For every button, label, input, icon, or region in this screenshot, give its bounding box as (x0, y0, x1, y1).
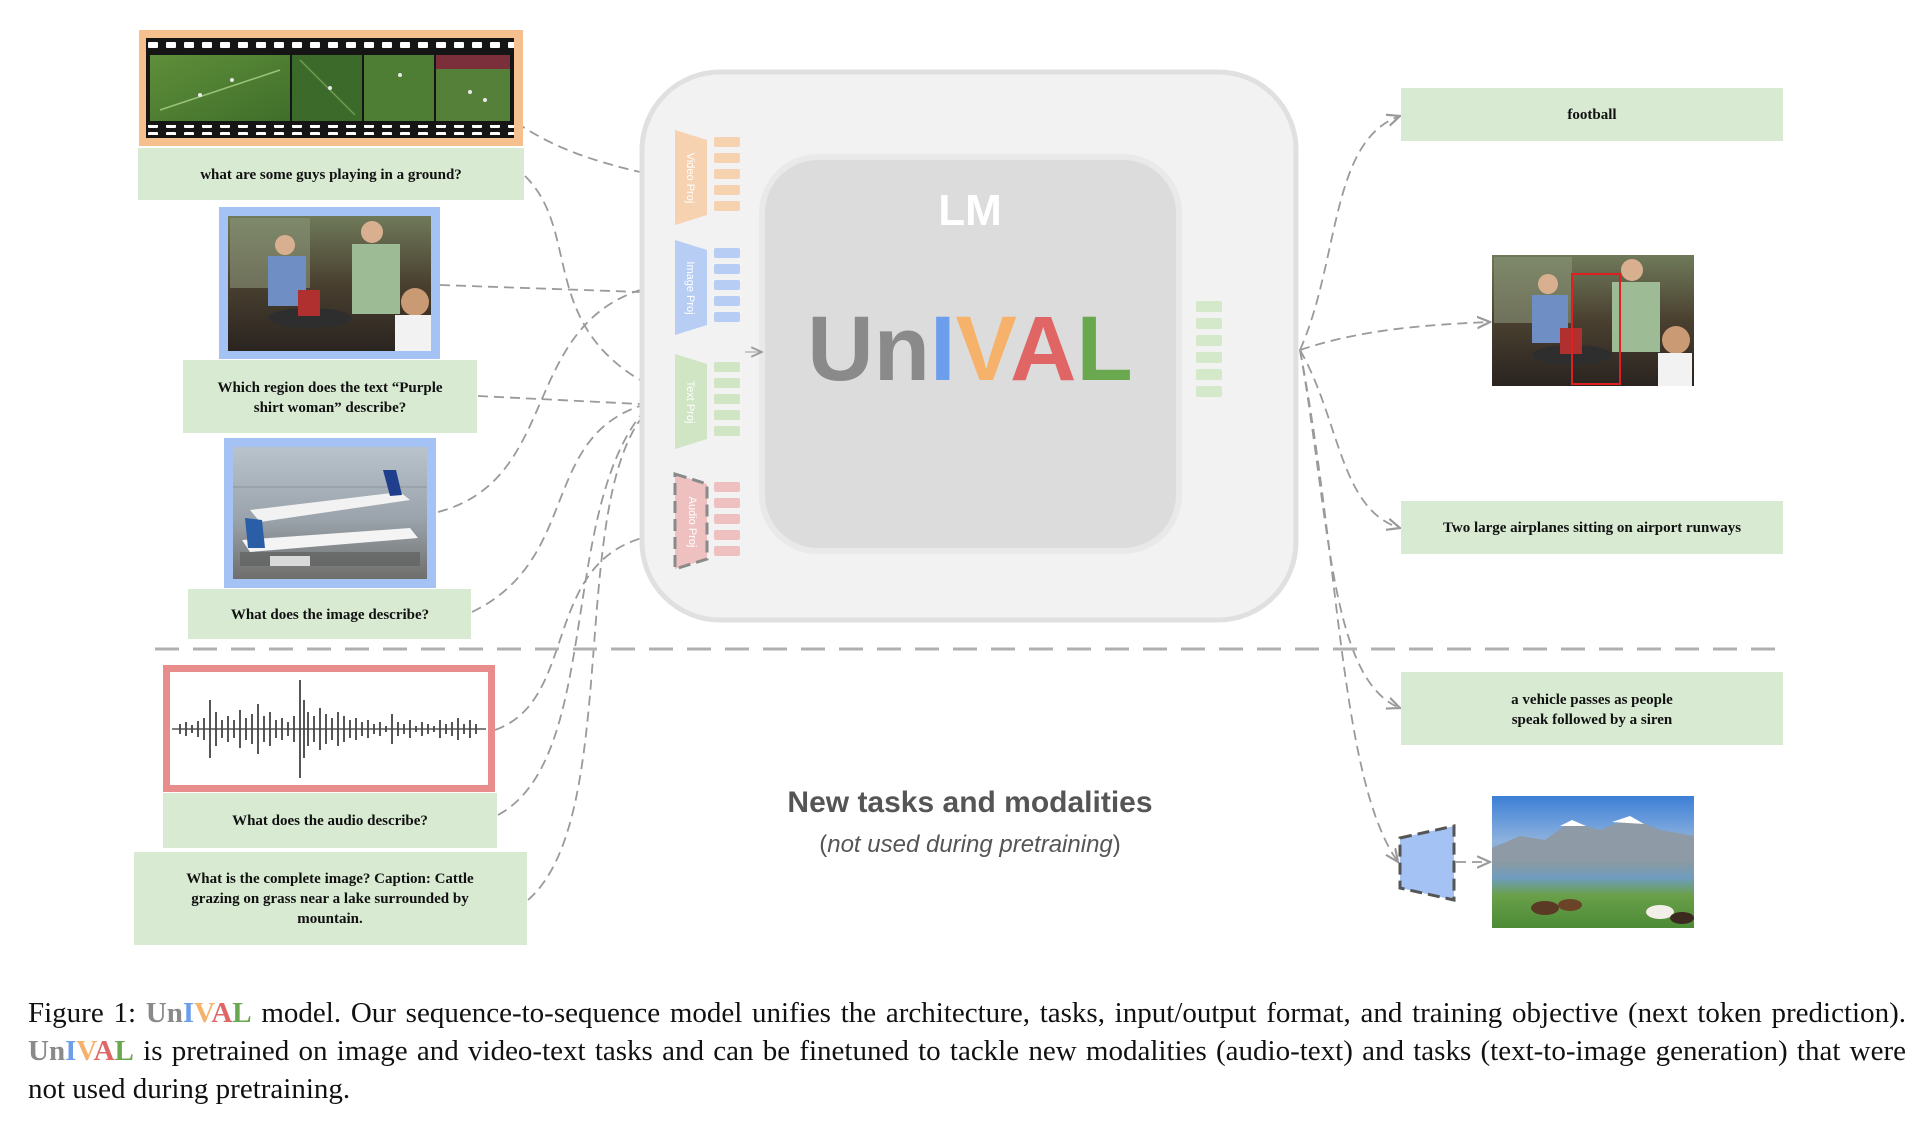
unival-brand: UnIVAL (807, 298, 1132, 400)
airplane-image (224, 438, 436, 588)
video-frame-1 (150, 55, 290, 121)
caption-text-2: is pretrained on image and video-text ta… (28, 1035, 1906, 1105)
svg-text:Which region does the text “Pu: Which region does the text “Purple (217, 380, 442, 396)
audio-proj-label: Audio Proj (686, 497, 698, 548)
svg-text:a vehicle passes as people: a vehicle passes as people (1511, 692, 1673, 708)
video-question-box: what are some guys playing in a ground? (138, 148, 524, 200)
video-projection: Video Proj (675, 130, 740, 225)
region-question-box: Which region does the text “Purple shirt… (183, 360, 477, 433)
model-block: LM UnIVAL Video Proj Image Proj Text Pro… (639, 69, 1299, 623)
video-frame-3 (364, 55, 434, 121)
audio-question-box: What does the audio describe? (163, 793, 497, 848)
text-projection: Text Proj (675, 354, 740, 449)
connector-caption-question (471, 405, 641, 613)
audio-input (163, 665, 495, 792)
svg-text:football: football (1567, 107, 1616, 123)
connector-audio-question (497, 415, 641, 816)
svg-text:Two large airplanes sitting o: Two large airplanes sitting on airport r… (1443, 520, 1741, 536)
caption-brand-1: UnIVAL (145, 997, 252, 1029)
generation-prompt-box: What is the complete image? Caption: Cat… (134, 852, 527, 945)
connector-out-audio (1299, 349, 1400, 708)
grounding-output-image (1492, 255, 1694, 386)
new-tasks-label: New tasks and modalities (not used durin… (787, 786, 1152, 858)
video-proj-label: Video Proj (684, 153, 696, 204)
connector-video (427, 87, 641, 173)
svg-text:shirt woman” describe?: shirt woman” describe? (254, 400, 407, 416)
output-connectors (1299, 116, 1490, 862)
figure-number: Figure 1: (28, 997, 146, 1029)
grounding-bounding-box (1571, 273, 1621, 385)
connector-out-caption (1299, 349, 1400, 528)
figure-caption: Figure 1: UnIVAL model. Our sequence-to-… (28, 994, 1906, 1108)
unival-diagram: LM UnIVAL Video Proj Image Proj Text Pro… (134, 30, 1783, 945)
caption-text-1: model. Our sequence-to-sequence model un… (251, 997, 1906, 1029)
svg-text:what are some guys playing in: what are some guys playing in a ground? (200, 167, 462, 183)
football-answer-box: football (1401, 88, 1783, 141)
connector-out-football (1299, 116, 1400, 351)
lm-label: LM (938, 186, 1002, 235)
connector-plane-image (437, 289, 641, 513)
audio-answer-box: a vehicle passes as people speak followe… (1401, 672, 1783, 745)
region-image (219, 207, 440, 359)
connector-audio (494, 535, 651, 731)
connector-out-generation (1299, 349, 1398, 862)
connector-video-question (524, 175, 641, 381)
text-proj-label: Text Proj (684, 381, 696, 424)
svg-text:What does the audio describe?: What does the audio describe? (232, 813, 428, 829)
audio-waveform (179, 680, 477, 778)
svg-text:speak followed by a siren: speak followed by a siren (1512, 712, 1673, 728)
caption-brand-2: UnIVAL (28, 1035, 134, 1067)
caption-answer-box: Two large airplanes sitting on airport r… (1401, 501, 1783, 554)
svg-text:New tasks and modalities: New tasks and modalities (787, 786, 1152, 819)
connector-region-question (477, 395, 641, 405)
image-projection: Image Proj (675, 240, 740, 335)
connector-region-image (439, 284, 641, 293)
caption-question-box: What does the image describe? (188, 589, 471, 639)
generated-image (1492, 796, 1694, 928)
image-proj-label: Image Proj (684, 261, 696, 314)
video-input (139, 30, 523, 146)
connector-generation-prompt (527, 419, 641, 901)
input-connectors (427, 87, 651, 901)
image-decoder (1398, 824, 1456, 902)
svg-text:What does the image describe?: What does the image describe? (231, 607, 429, 623)
svg-text:(not used during pretraining): (not used during pretraining) (819, 831, 1121, 858)
connector-out-grounding (1299, 322, 1490, 351)
audio-projection: Audio Proj (673, 471, 740, 572)
output-tokens (1196, 301, 1222, 397)
svg-text:grazing on grass near a lake s: grazing on grass near a lake surrounded … (191, 891, 469, 907)
svg-text:What is the complete image? Ca: What is the complete image? Caption: Cat… (186, 871, 474, 887)
svg-text:mountain.: mountain. (297, 911, 363, 927)
